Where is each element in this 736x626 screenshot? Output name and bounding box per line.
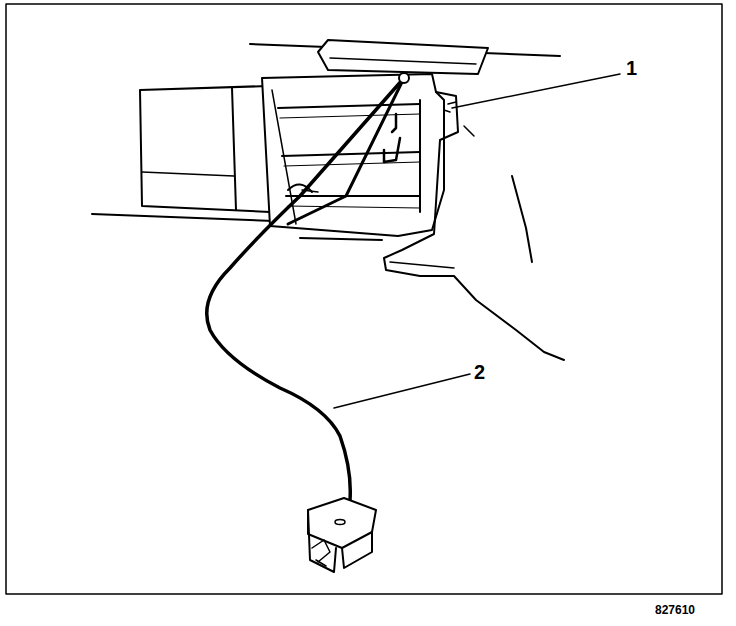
leader-line [334,374,470,408]
figure-frame [6,4,722,594]
bracket-clip [384,138,400,162]
callout-number: 2 [474,362,485,382]
mount-bracket [262,74,444,236]
bracket-clip [392,114,396,132]
housing-box-edge [142,172,234,176]
top-tab-line [330,58,476,64]
wire-grommet [399,73,409,83]
housing-detail [464,126,474,136]
figure-number: 827610 [655,604,695,616]
headliner-edge [300,238,382,240]
console-housing [384,92,564,360]
connector-pin [335,520,345,525]
wire-harness [288,78,404,224]
housing-contour [390,262,454,268]
housing-detail [448,102,456,104]
bracket-rail [282,152,420,156]
connector-latch [312,540,330,562]
electrical-connector [342,532,372,568]
bracket-side [419,100,421,212]
leader-line [452,74,620,108]
electrical-connector [308,510,336,572]
electrical-connector [308,498,376,548]
housing-box-edge [232,88,236,210]
callout-number: 1 [626,58,637,78]
wire-harness [207,78,404,500]
housing-box [140,86,270,212]
top-tab [318,40,488,74]
housing-detail [444,110,450,112]
bracket-rail [280,114,420,118]
bracket-rail [284,162,420,166]
bracket-rail [286,195,420,197]
bracket-rail [278,104,420,108]
housing-contour [512,176,532,262]
connector-latch [316,560,326,566]
bracket-rail [288,206,420,208]
